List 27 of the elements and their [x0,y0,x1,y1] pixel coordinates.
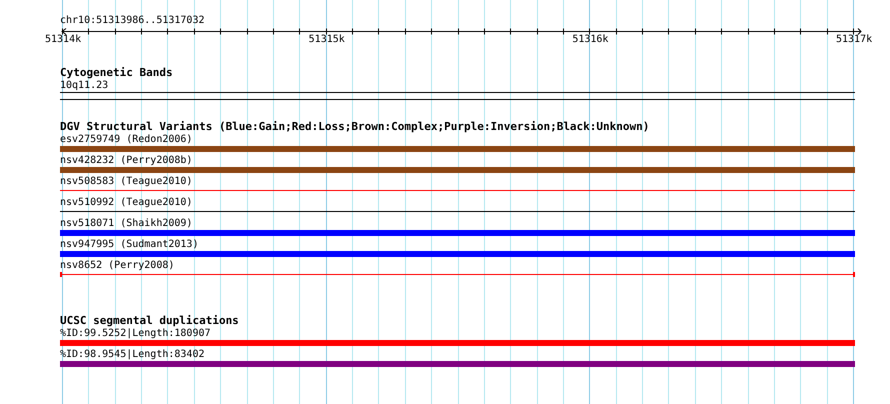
track [60,315,856,370]
feature-label: %ID:98.9545|Length:83402 [60,349,204,360]
feature-label: nsv947995 (Sudmant2013) [60,239,198,250]
feature [60,239,856,260]
coordinate-label: chr10:51313986..51317032 [60,15,204,26]
tick-label: 51317k [836,34,872,45]
feature [60,134,856,155]
feature-label: nsv510992 (Teague2010) [60,197,192,208]
tick-label: 51314k [45,34,82,45]
track-title: UCSC segmental duplications [60,315,239,326]
track-title: Cytogenetic Bands [60,67,173,78]
feature-label: nsv428232 (Perry2008b) [60,155,192,166]
feature-label: 10q11.23 [60,80,108,91]
tick-label: 51315k [308,34,345,45]
feature [60,349,856,370]
feature [60,155,856,176]
feature-label: nsv508583 (Teague2010) [60,176,192,187]
feature [60,218,856,239]
feature-label: esv2759749 (Redon2006) [60,134,192,145]
feature-label: nsv8652 (Perry2008) [60,260,174,271]
feature-label: %ID:99.5252|Length:180907 [60,328,211,339]
feature [60,80,856,101]
tick-label: 51316k [572,34,608,45]
feature [60,328,856,349]
track [60,67,856,101]
feature-label: nsv518071 (Shaikh2009) [60,218,192,229]
track-title: DGV Structural Variants (Blue:Gain;Red:Loss;Brown:Complex;Purple:Inversion;Black:Unknown) [60,121,650,132]
